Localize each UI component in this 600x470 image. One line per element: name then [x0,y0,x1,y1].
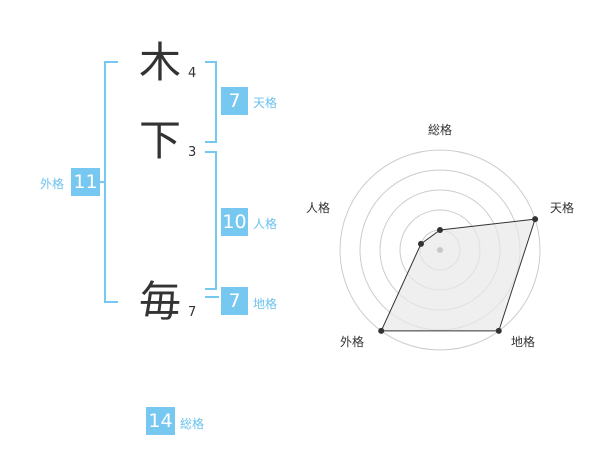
radar-point-1 [532,216,539,223]
gaikaku-connector [100,181,106,183]
gaikaku-badge: 11 [71,168,100,196]
name-char-2: 下 [139,116,182,165]
radar-label-tenkaku: 天格 [549,201,574,215]
tenkaku-badge: 7 [221,87,248,115]
radar-series-area [380,218,536,332]
radar-label-soukaku: 総格 [427,123,452,137]
radar-point-0 [437,227,443,233]
jinkaku-bracket [205,151,217,290]
chikaku-connector [205,296,219,298]
soukaku-label: 総格 [180,417,205,431]
soukaku-badge: 14 [146,407,175,435]
radar-point-4 [417,240,424,247]
stroke-count-3: 7 [188,305,197,320]
chikaku-label: 地格 [253,297,278,311]
stroke-count-1: 4 [188,66,197,81]
radar-point-3 [378,327,385,334]
radar-label-chikaku: 地格 [510,335,535,349]
radar-center-dot [437,247,443,253]
chikaku-badge: 7 [221,287,248,315]
radar-grid-ring [339,149,541,351]
gaikaku-label: 外格 [40,177,65,191]
stroke-count-2: 3 [188,145,197,160]
name-char-1: 木 [139,38,182,87]
jinkaku-badge: 10 [221,208,248,236]
radar-label-jinkaku: 人格 [305,201,330,215]
radar-point-2 [495,327,502,334]
tenkaku-label: 天格 [253,96,278,110]
jinkaku-label: 人格 [253,217,278,231]
tenkaku-bracket [205,61,217,143]
radar-label-gaikaku: 外格 [339,335,364,349]
name-char-3: 毎 [139,277,182,326]
